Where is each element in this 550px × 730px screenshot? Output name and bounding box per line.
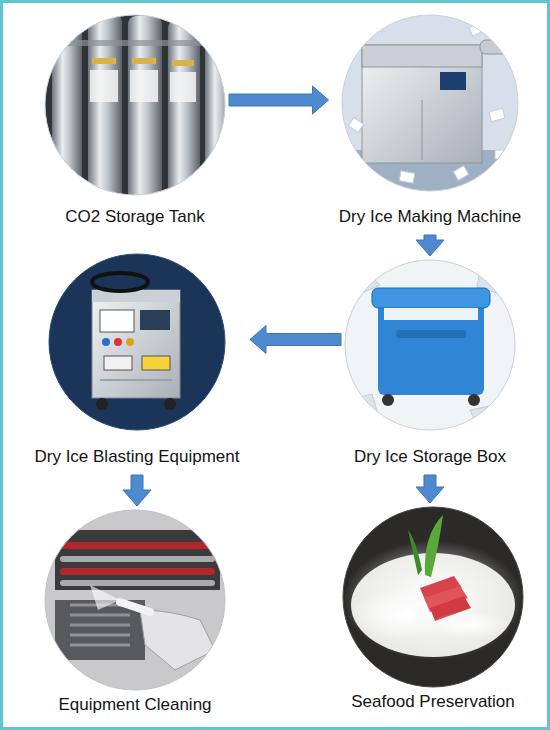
seafood-picture — [340, 505, 530, 690]
step-label: CO2 Storage Tank — [65, 207, 205, 227]
step-node: CO2 Storage Tank — [45, 15, 225, 231]
flow-arrow — [229, 86, 329, 114]
flow-arrow — [250, 326, 341, 354]
step-label: Seafood Preservation — [351, 692, 515, 712]
machine-picture — [340, 13, 520, 200]
storage-box-picture — [343, 258, 518, 433]
step-label: Dry Ice Storage Box — [354, 447, 506, 467]
tank-picture — [40, 10, 233, 206]
step-label: Dry Ice Making Machine — [339, 207, 521, 227]
flow-arrow — [416, 235, 444, 256]
step-node: Seafood Preservation — [343, 507, 523, 716]
blasting-machine-picture — [45, 250, 230, 435]
step-label: Dry Ice Blasting Equipment — [34, 447, 239, 467]
cleaning-picture — [45, 510, 225, 690]
flow-arrow — [416, 475, 444, 503]
step-node: Equipment Cleaning — [45, 510, 225, 719]
flow-arrow — [123, 475, 151, 506]
step-node: Dry Ice Blasting Equipment — [28, 254, 246, 471]
step-node: Dry Ice Making Machine — [333, 15, 528, 231]
step-node: Dry Ice Storage Box — [345, 260, 515, 471]
step-label: Equipment Cleaning — [58, 695, 211, 715]
